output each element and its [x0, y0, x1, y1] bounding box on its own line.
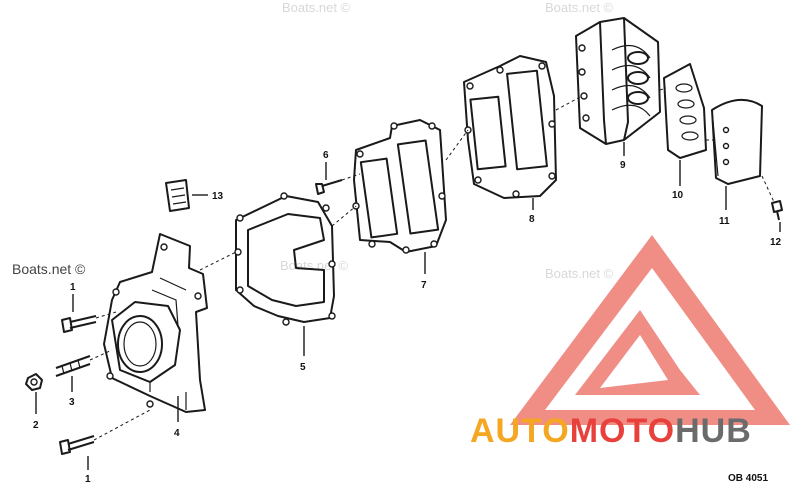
- brand-part-auto: AUTO: [470, 412, 570, 450]
- alignment-line: [199, 251, 237, 271]
- alignment-line: [659, 87, 667, 91]
- part-7-plate: [352, 119, 447, 254]
- alignment-line: [761, 175, 775, 203]
- watermark-faint-top: Boats.net ©: [282, 0, 351, 15]
- svg-text:13: 13: [212, 191, 224, 202]
- callout-3: 3: [69, 376, 75, 408]
- part-10-reed-plate: [663, 63, 707, 159]
- callout-7: 7: [421, 252, 427, 291]
- watermark-faint-right: Boats.net ©: [545, 266, 614, 281]
- brand-part-hub: HUB: [675, 412, 752, 450]
- svg-text:10: 10: [672, 190, 684, 201]
- callout-10: 10: [672, 160, 684, 201]
- brand-text: AUTOMOTOHUB: [470, 412, 752, 450]
- svg-text:7: 7: [421, 280, 427, 291]
- callout-5: 5: [300, 326, 306, 373]
- callout-8: 8: [529, 198, 535, 225]
- svg-text:6: 6: [323, 150, 329, 161]
- svg-text:1: 1: [70, 282, 76, 293]
- part-1-screw-bottom: [59, 409, 151, 455]
- alignment-line: [331, 205, 357, 227]
- part-9-reed-block: [575, 17, 661, 145]
- svg-text:11: 11: [719, 216, 730, 227]
- part-2-nut: [25, 373, 43, 391]
- callout-9: 9: [620, 142, 626, 171]
- part-8-gasket: [463, 55, 557, 199]
- callout-1-top: 1: [70, 282, 76, 312]
- callout-2: 2: [33, 392, 39, 431]
- part-6-screw: [315, 173, 361, 195]
- svg-text:12: 12: [770, 237, 782, 248]
- part-1-screw-top: [61, 311, 117, 333]
- svg-text:1: 1: [85, 474, 91, 485]
- part-3-stud: [55, 349, 113, 377]
- watermark-faint-top-right: Boats.net ©: [545, 0, 614, 15]
- callout-13: 13: [192, 191, 224, 202]
- brand-part-moto: MOTO: [570, 412, 675, 450]
- svg-text:5: 5: [300, 362, 306, 373]
- part-13-clip: [165, 179, 190, 212]
- part-5-gasket: [234, 192, 336, 326]
- diagram-code: OB 4051: [728, 473, 768, 484]
- alignment-line: [555, 95, 583, 111]
- svg-text:9: 9: [620, 160, 626, 171]
- svg-text:4: 4: [174, 428, 180, 439]
- automotohub-triangle-logo: [510, 235, 790, 425]
- callout-12: 12: [770, 222, 782, 248]
- callout-1-bottom: 1: [85, 456, 91, 485]
- part-4-reed-housing: [103, 233, 208, 413]
- part-12-screw: [771, 200, 783, 221]
- svg-text:2: 2: [33, 420, 39, 431]
- part-11-reed-stop: [711, 99, 763, 185]
- callout-4: 4: [174, 396, 180, 439]
- alignment-line: [445, 129, 469, 161]
- svg-text:8: 8: [529, 214, 535, 225]
- watermark-main: Boats.net ©: [12, 261, 86, 277]
- callout-11: 11: [719, 186, 730, 227]
- svg-text:3: 3: [69, 397, 75, 408]
- watermark-faint-middle: Boats.net ©: [280, 258, 349, 273]
- callout-6: 6: [323, 150, 329, 180]
